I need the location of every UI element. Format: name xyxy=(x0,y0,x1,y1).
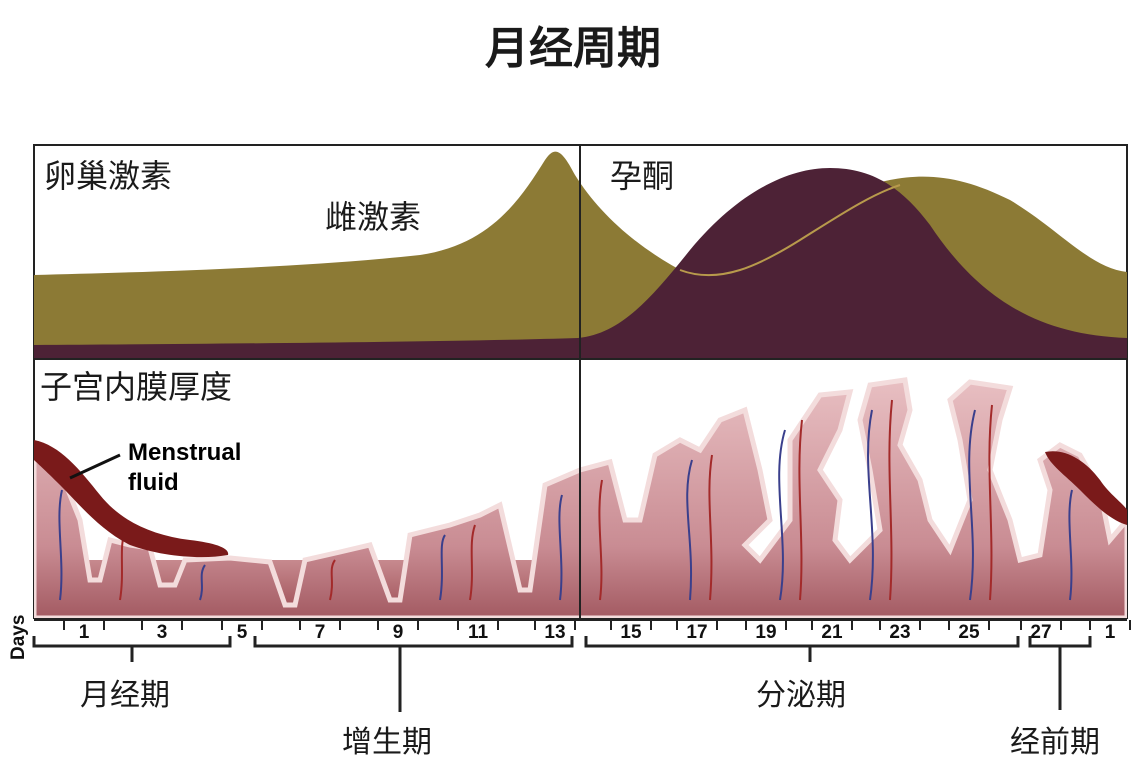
proliferative-bracket xyxy=(253,636,574,648)
day-tick-label: 21 xyxy=(821,622,843,643)
phase-label-secretory: 分泌期 xyxy=(756,678,846,713)
day-tick-label: 23 xyxy=(889,622,910,643)
endometrium-panel: 子宫内膜厚度 Menstrual fluid xyxy=(33,145,1128,619)
menstrual-fluid-pointer xyxy=(69,453,121,480)
day-tick-label: 5 xyxy=(237,622,248,643)
secretory-bracket xyxy=(584,636,1020,648)
menstrual-fluid-left xyxy=(34,440,229,558)
estrogen-label: 雌激素 xyxy=(325,198,421,236)
menstrual-fluid-right xyxy=(1045,451,1127,525)
progesterone-curve xyxy=(34,168,1127,359)
phase-brackets xyxy=(32,636,1092,712)
phase-label-premenstrual: 经前期 xyxy=(1010,725,1100,760)
phase-label-proliferative: 增生期 xyxy=(342,725,432,760)
day-tick-label: 25 xyxy=(958,622,980,643)
day-tick-label: 11 xyxy=(468,622,489,643)
progesterone-label: 孕酮 xyxy=(610,157,674,195)
day-tick-label: 13 xyxy=(544,622,565,643)
day-tick-label: 9 xyxy=(393,622,404,643)
days-axis-label: Days xyxy=(8,615,29,660)
hormone-panel-heading: 卵巢激素 xyxy=(44,157,172,195)
day-tick-label: 15 xyxy=(620,622,642,643)
day-tick-label: 7 xyxy=(315,622,326,643)
phase-label-menstrual: 月经期 xyxy=(80,678,170,713)
day-tick-label: 3 xyxy=(157,622,168,643)
day-tick-label: 1 xyxy=(1105,622,1116,643)
day-tick-label: 27 xyxy=(1030,622,1051,643)
endometrium-panel-heading: 子宫内膜厚度 xyxy=(40,368,232,406)
day-tick-label: 17 xyxy=(686,622,707,643)
menstrual-fluid-label-line1: Menstrual xyxy=(128,439,241,466)
menstrual-fluid-label-line2: fluid xyxy=(128,469,179,496)
estrogen-line xyxy=(679,184,901,277)
day-tick-label: 19 xyxy=(755,622,776,643)
diagram-title: 月经周期 xyxy=(485,23,661,74)
menstrual-bracket xyxy=(32,636,232,648)
day-tick-label: 1 xyxy=(79,622,90,643)
